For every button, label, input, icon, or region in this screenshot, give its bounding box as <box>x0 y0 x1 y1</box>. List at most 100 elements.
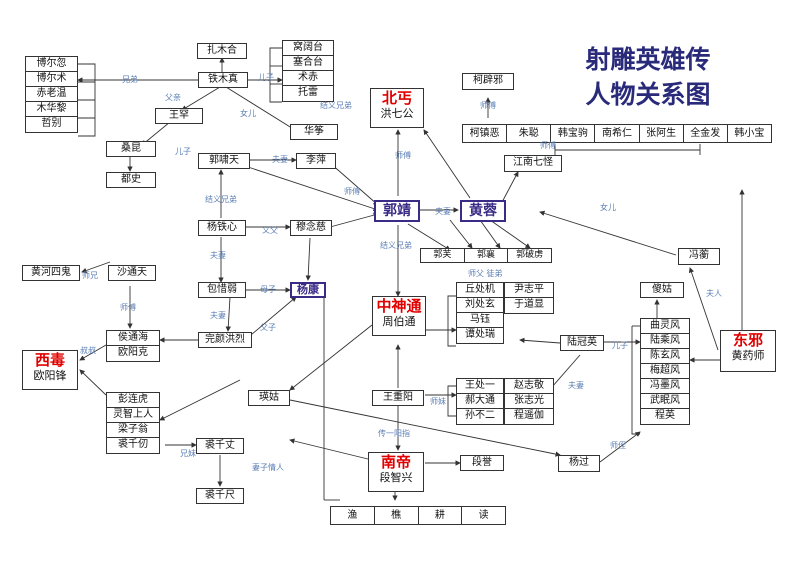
node-shagu: 傻姑 <box>640 282 684 298</box>
freak-name: 南希仁 <box>595 125 640 142</box>
disciple-name: 马钰 <box>457 313 503 328</box>
node-shatongtian: 沙通天 <box>108 265 156 281</box>
rel-label: 夫妻 <box>210 251 226 260</box>
rel-label: 师侄 <box>610 441 626 450</box>
rel-label: 夫妻 <box>435 207 451 216</box>
rel-label: 师傅 <box>120 303 136 312</box>
rel-label: 师傅 <box>344 187 360 196</box>
node-wanyanhonglie: 完颜洪烈 <box>198 332 252 348</box>
disciple-name: 尹志平 <box>505 283 553 298</box>
son-name: 窝阔台 <box>283 41 333 56</box>
title-zhongshentong: 中神通 <box>376 297 422 315</box>
member-name: 梁子翁 <box>107 423 159 438</box>
node-jiangnanqiguai: 江南七怪 <box>504 155 562 172</box>
child-name: 郭襄 <box>465 249 509 262</box>
rel-label: 叔叔 <box>80 346 96 355</box>
rel-label: 夫妻 <box>568 381 584 390</box>
rel-label: 结义兄弟 <box>380 241 412 250</box>
node-zhongshentong: 中神通 周伯通 <box>372 296 426 336</box>
yuqiao-row: 渔 樵 耕 读 <box>330 506 506 525</box>
rel-label: 女儿 <box>240 109 256 118</box>
freak-name: 全金发 <box>684 125 728 142</box>
node-liping: 李萍 <box>296 153 336 169</box>
member-name: 欧阳克 <box>118 347 148 358</box>
disciple-name: 谭处瑞 <box>465 329 495 340</box>
rel-label: 师父 徒弟 <box>468 269 503 278</box>
son-name: 术赤 <box>283 71 333 86</box>
general-name: 博尔术 <box>26 72 77 87</box>
rel-label: 夫妻 <box>210 311 226 320</box>
rel-label: 结义兄弟 <box>320 101 352 110</box>
title-line-2: 人物关系图 <box>585 80 711 109</box>
node-dongxie: 东邪 黄药师 <box>720 330 776 372</box>
child-name: 郭芙 <box>421 249 465 262</box>
title-dongxie: 东邪 <box>732 331 763 349</box>
quanzhen-a2-stack: 尹志平 于道显 <box>504 282 554 314</box>
node-kebixie: 柯辟邪 <box>462 73 514 90</box>
name-huangyaoshi: 黄药师 <box>731 349 765 362</box>
rel-label: 女儿 <box>600 203 616 212</box>
node-wangchongyang: 王重阳 <box>372 390 424 406</box>
name-ouyangfeng: 欧阳锋 <box>33 369 67 382</box>
rel-label: 师傅 <box>395 151 411 160</box>
yuqiao-name: 读 <box>478 510 489 521</box>
freak-name: 韩小宝 <box>734 128 765 139</box>
rel-label: 传一阳指 <box>378 429 410 438</box>
disciple-name: 梅超风 <box>641 364 689 379</box>
son-name: 塞合台 <box>283 56 333 71</box>
quanzhen-b2-stack: 赵志敬 张志光 程遥伽 <box>504 378 554 425</box>
node-munianci: 穆念慈 <box>290 220 332 236</box>
freak-name: 柯镇恶 <box>463 125 508 142</box>
title-line-1: 射雕英雄传 <box>585 45 711 74</box>
general-name: 博尔忽 <box>26 57 77 72</box>
member-name: 侯通海 <box>107 331 159 346</box>
disciple-name: 郝大通 <box>457 394 503 409</box>
quanzhen-b-stack: 王处一 郝大通 孙不二 <box>456 378 504 425</box>
disciple-name: 孙不二 <box>465 410 495 421</box>
freak-name: 朱聪 <box>507 125 552 142</box>
temujin-sons-stack: 窝阔台 塞合台 术赤 托雷 <box>282 40 334 102</box>
disciple-name: 程英 <box>655 410 675 421</box>
general-name: 赤老温 <box>26 87 77 102</box>
node-huazheng: 华筝 <box>290 124 338 140</box>
node-yangtiexin: 杨铁心 <box>198 220 246 236</box>
node-zhamuhe: 扎木合 <box>197 43 247 59</box>
node-tiemuzhen: 铁木真 <box>198 72 248 88</box>
rel-label: 母子 <box>260 285 276 294</box>
node-huanghesigui: 黄河四鬼 <box>22 265 80 281</box>
node-beigai: 北丐 洪七公 <box>370 88 424 128</box>
disciple-name: 丘处机 <box>457 283 503 298</box>
freak-name: 张阿生 <box>640 125 684 142</box>
mongol-generals-stack: 博尔忽 博尔术 赤老温 木华黎 哲别 <box>25 56 78 133</box>
rel-label: 师傅 <box>540 141 556 150</box>
rel-label: 儿子 <box>612 341 628 350</box>
name-duanzhixing: 段智兴 <box>379 471 413 484</box>
disciple-name: 赵志敬 <box>505 379 553 394</box>
son-name: 托雷 <box>298 87 318 98</box>
quanzhen-a-stack: 丘处机 刘处玄 马钰 谭处瑞 <box>456 282 504 344</box>
disciple-name: 曲灵风 <box>641 319 689 334</box>
node-qiuqianchi: 裘千尺 <box>196 488 244 504</box>
node-luguanying: 陆冠英 <box>560 335 604 351</box>
huang-disciples-stack: 曲灵风 陆乘风 陈玄风 梅超风 冯墨风 武眠风 程英 <box>640 318 690 425</box>
node-huangrong: 黄蓉 <box>460 200 506 222</box>
member-name: 彭连虎 <box>107 393 159 408</box>
node-baoxiruo: 包惜弱 <box>198 282 246 298</box>
general-name: 哲别 <box>41 118 62 129</box>
rel-label: 父亲 <box>165 93 181 102</box>
node-yinggu: 瑛姑 <box>248 390 290 406</box>
node-dushi: 都史 <box>106 172 156 188</box>
disciple-name: 陈玄风 <box>641 349 689 364</box>
node-guojing: 郭靖 <box>374 200 420 222</box>
diagram-title: 射雕英雄传 人物关系图 <box>548 42 748 112</box>
rel-label: 儿子 <box>175 147 191 156</box>
xidu-group-stack: 侯通海 欧阳克 <box>106 330 160 362</box>
node-yangguo: 杨过 <box>558 455 600 472</box>
disciple-name: 武眠风 <box>641 394 689 409</box>
seven-freaks-row: 柯镇恶 朱聪 韩宝驹 南希仁 张阿生 全金发 韩小宝 <box>462 124 772 143</box>
disciple-name: 于道显 <box>514 299 544 310</box>
guo-children-row: 郭芙 郭襄 郭破虏 <box>420 248 552 263</box>
rel-label: 父子 <box>260 323 276 332</box>
